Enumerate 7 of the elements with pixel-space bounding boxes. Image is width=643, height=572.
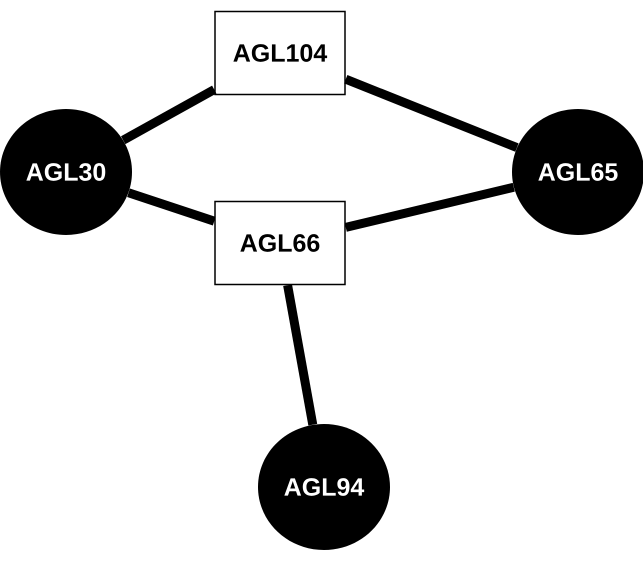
connector-line (344, 182, 515, 232)
node-box: AGL66 (214, 200, 346, 286)
connector-line (121, 86, 216, 144)
connector-line (283, 284, 318, 426)
connector-line (127, 188, 216, 226)
node-box: AGL104 (214, 10, 346, 96)
connector-line (344, 75, 519, 152)
